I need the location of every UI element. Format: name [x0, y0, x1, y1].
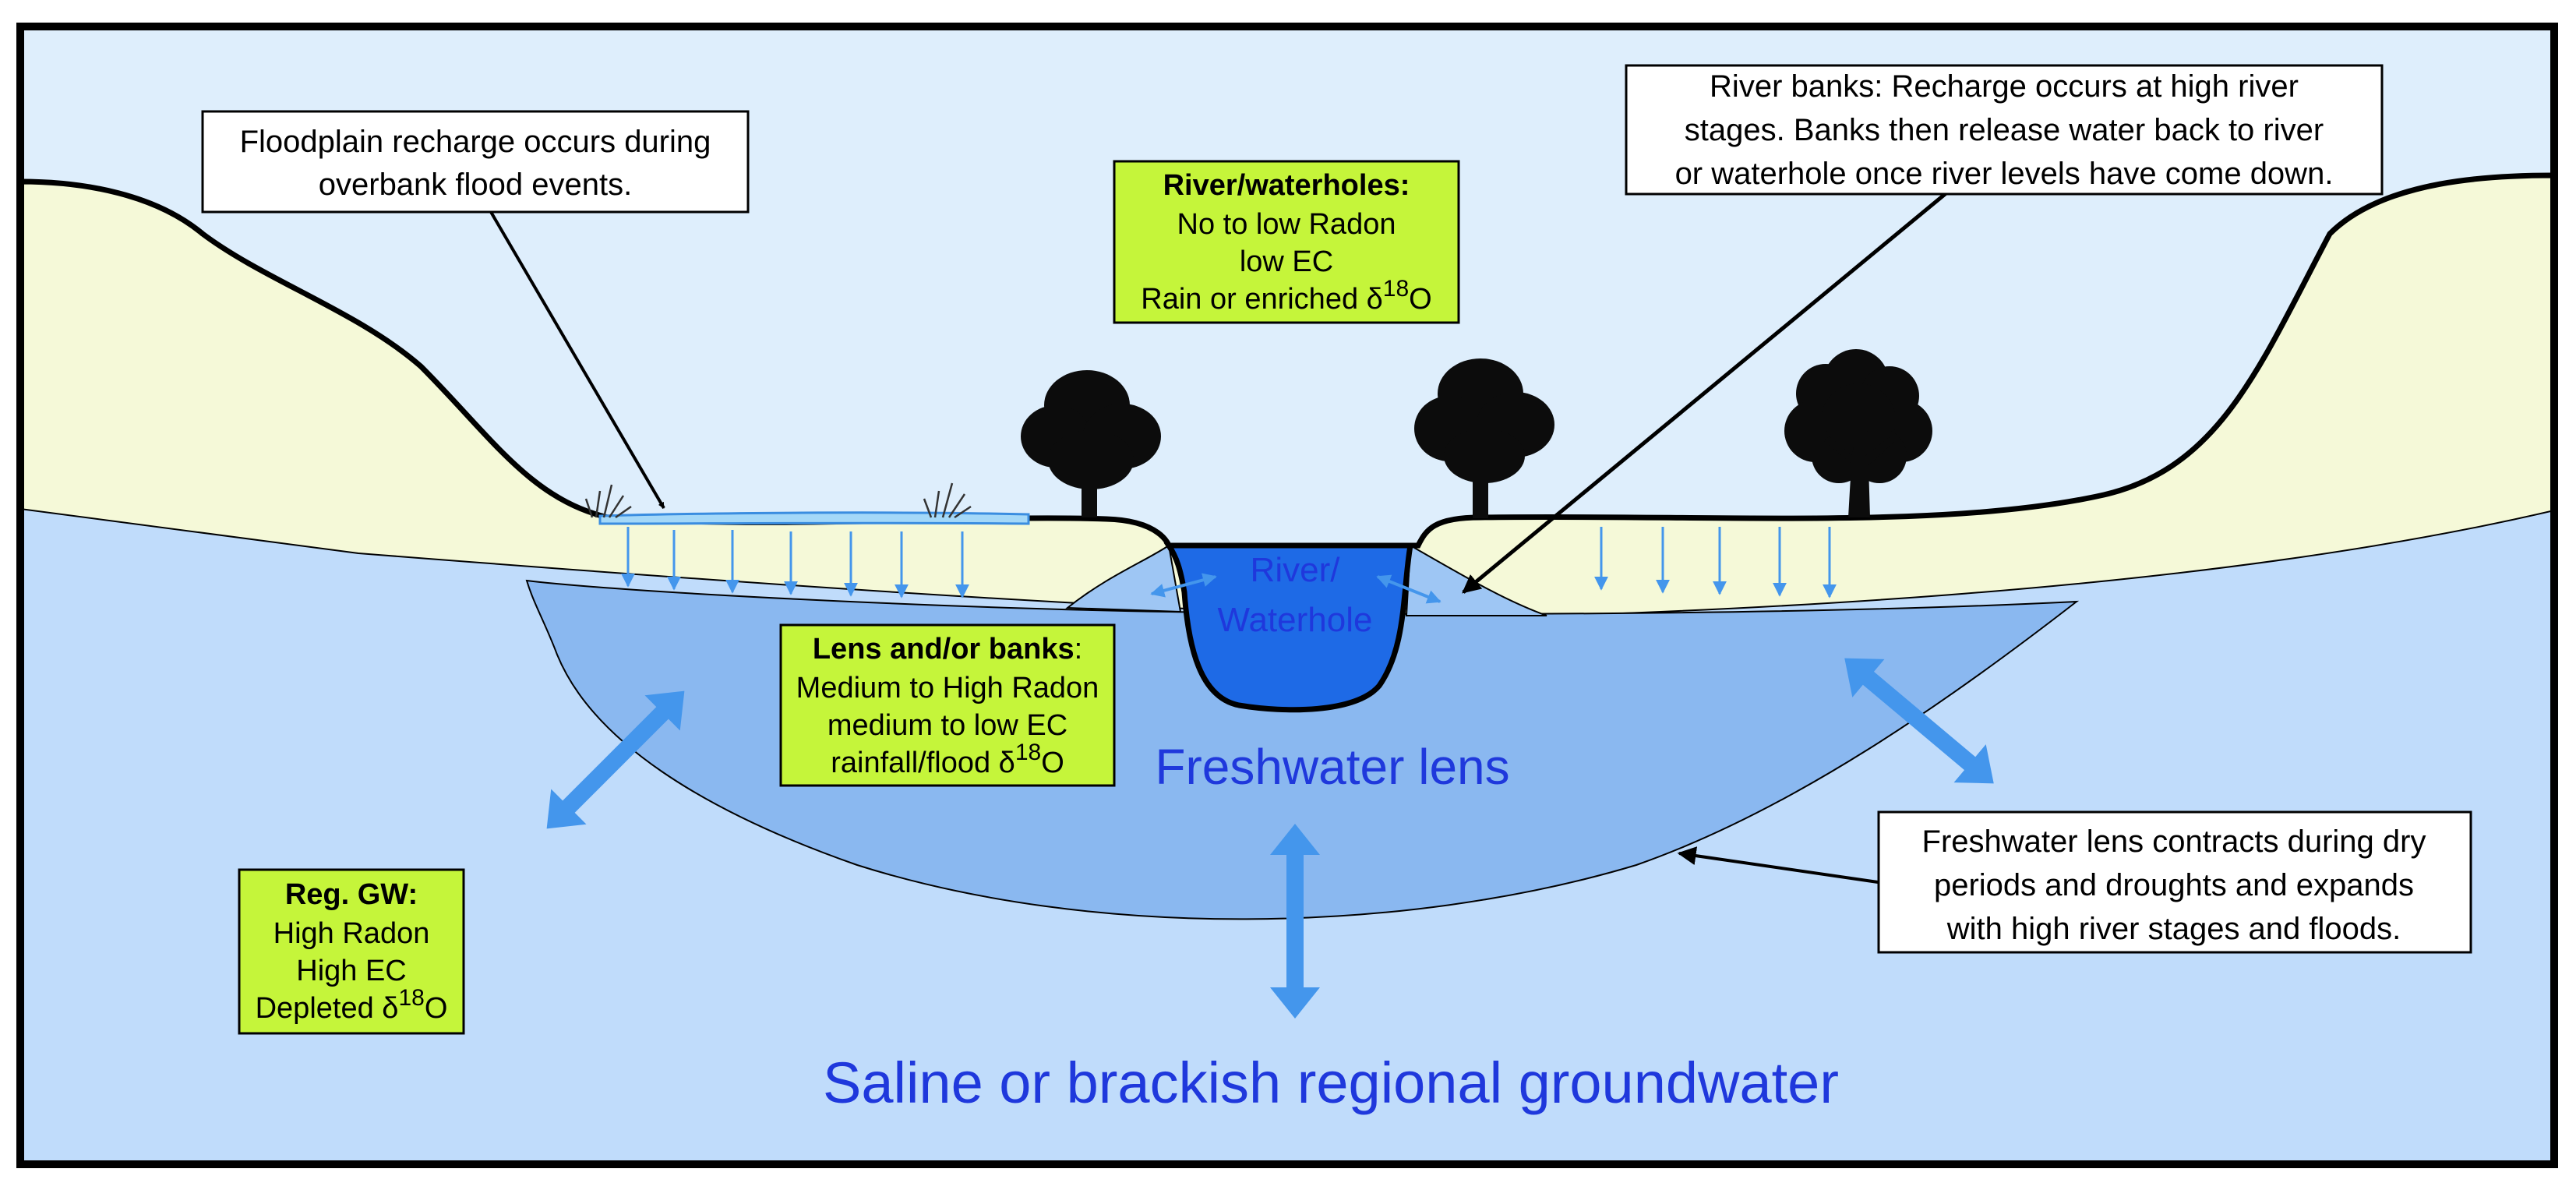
tree-icon: [1021, 370, 1161, 517]
reg-gw-box: [238, 868, 465, 1035]
bank-wedge-right: [1405, 544, 1547, 616]
lens-banks-line2: medium to low EC: [827, 709, 1067, 742]
double-arrow-icon: [546, 690, 685, 829]
reg-gw-title: Reg. GW:: [285, 878, 418, 911]
floodplain-callout-line1: Floodplain recharge occurs during: [240, 125, 711, 159]
river-label-line2: Waterhole: [1218, 601, 1373, 639]
recharge-arrows: [621, 527, 1837, 598]
floodplain-callout-box: [201, 110, 750, 214]
river-waterholes-line3: Rain or enriched δ18O: [1141, 276, 1431, 316]
diagram-frame: [16, 23, 2558, 1168]
flood-water: [598, 511, 1030, 525]
lens-callout-box: [1877, 810, 2472, 954]
reg-gw-line1: High Radon: [273, 917, 430, 950]
tree-icon: [1414, 358, 1554, 518]
river-waterholes-line2: low EC: [1240, 245, 1333, 278]
bank-exchange-arrows: [1150, 573, 1442, 604]
lens-banks-line3: rainfall/flood δ18O: [831, 740, 1064, 779]
tree-icon: [1784, 349, 1932, 517]
reg-gw-line3: Depleted δ18O: [256, 985, 448, 1025]
river-banks-callout-line1: River banks: Recharge occurs at high riv…: [1710, 69, 2299, 104]
river-waterholes-line1: No to low Radon: [1177, 208, 1396, 241]
lens-callout-line3: with high river stages and floods.: [1946, 912, 2401, 946]
lens-note-pointer: [1677, 846, 1879, 884]
lens-banks-line1: Medium to High Radon: [796, 672, 1099, 704]
river-waterholes-box: [1113, 160, 1460, 324]
double-arrow-icon: [1270, 824, 1320, 1019]
grass-tuft-icon: [584, 482, 972, 519]
floodplain-callout-line2: overbank flood events.: [319, 168, 632, 202]
river-banks-callout-line3: or waterhole once river levels have come…: [1675, 157, 2334, 191]
double-arrow-icon: [1844, 658, 1994, 784]
river-banks-callout-line2: stages. Banks then release water back to…: [1685, 113, 2324, 147]
river-banks-callout-box: [1625, 64, 2384, 196]
regional-groundwater-label: Saline or brackish regional groundwater: [823, 1050, 1839, 1115]
lens-callout-line2: periods and droughts and expands: [1934, 868, 2414, 902]
freshwater-lens-label: Freshwater lens: [1155, 739, 1509, 795]
lens-banks-title: Lens and/or banks:: [813, 633, 1082, 666]
lens-banks-box: [779, 623, 1116, 787]
lens-exchange-arrows: [546, 658, 1994, 1019]
river-banks-pointer: [1462, 190, 1950, 594]
river-label-line1: River/: [1251, 551, 1341, 589]
lens-callout-line1: Freshwater lens contracts during dry: [1922, 824, 2426, 859]
river-waterholes-title: River/waterholes:: [1163, 169, 1410, 202]
reg-gw-line2: High EC: [296, 955, 407, 987]
floodplain-pointer: [489, 210, 665, 510]
